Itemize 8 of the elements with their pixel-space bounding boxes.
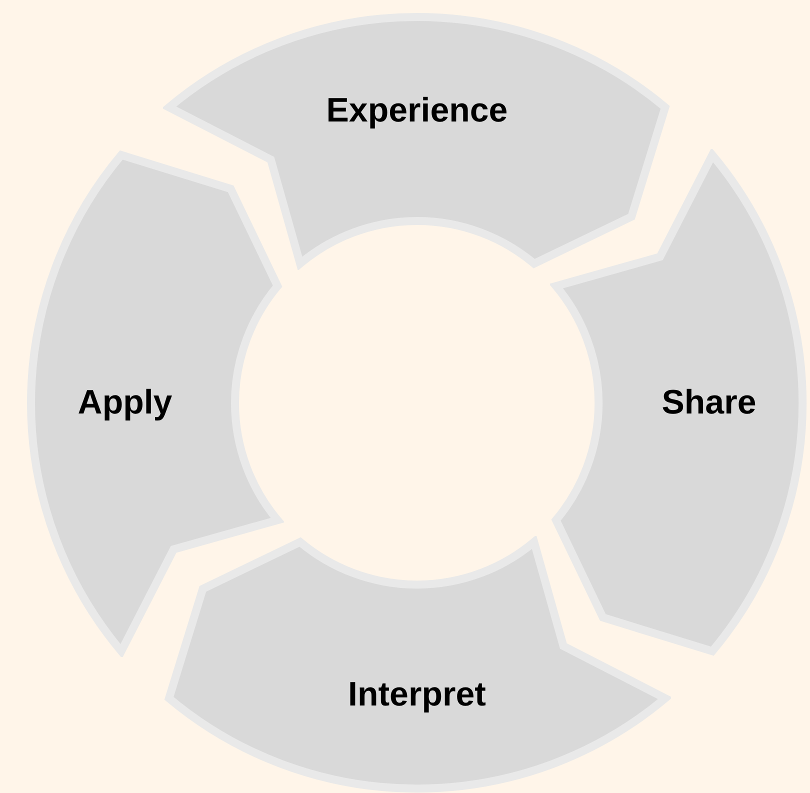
segment-label: Apply	[78, 382, 172, 424]
arrow-segment	[162, 11, 672, 270]
segment-label: Interpret	[348, 674, 486, 716]
arrow-segment	[550, 148, 809, 658]
segment-label: Share	[662, 382, 756, 424]
arrow-segment	[25, 148, 284, 658]
arrow-segment	[162, 536, 672, 793]
segment-label: Experience	[326, 90, 508, 132]
